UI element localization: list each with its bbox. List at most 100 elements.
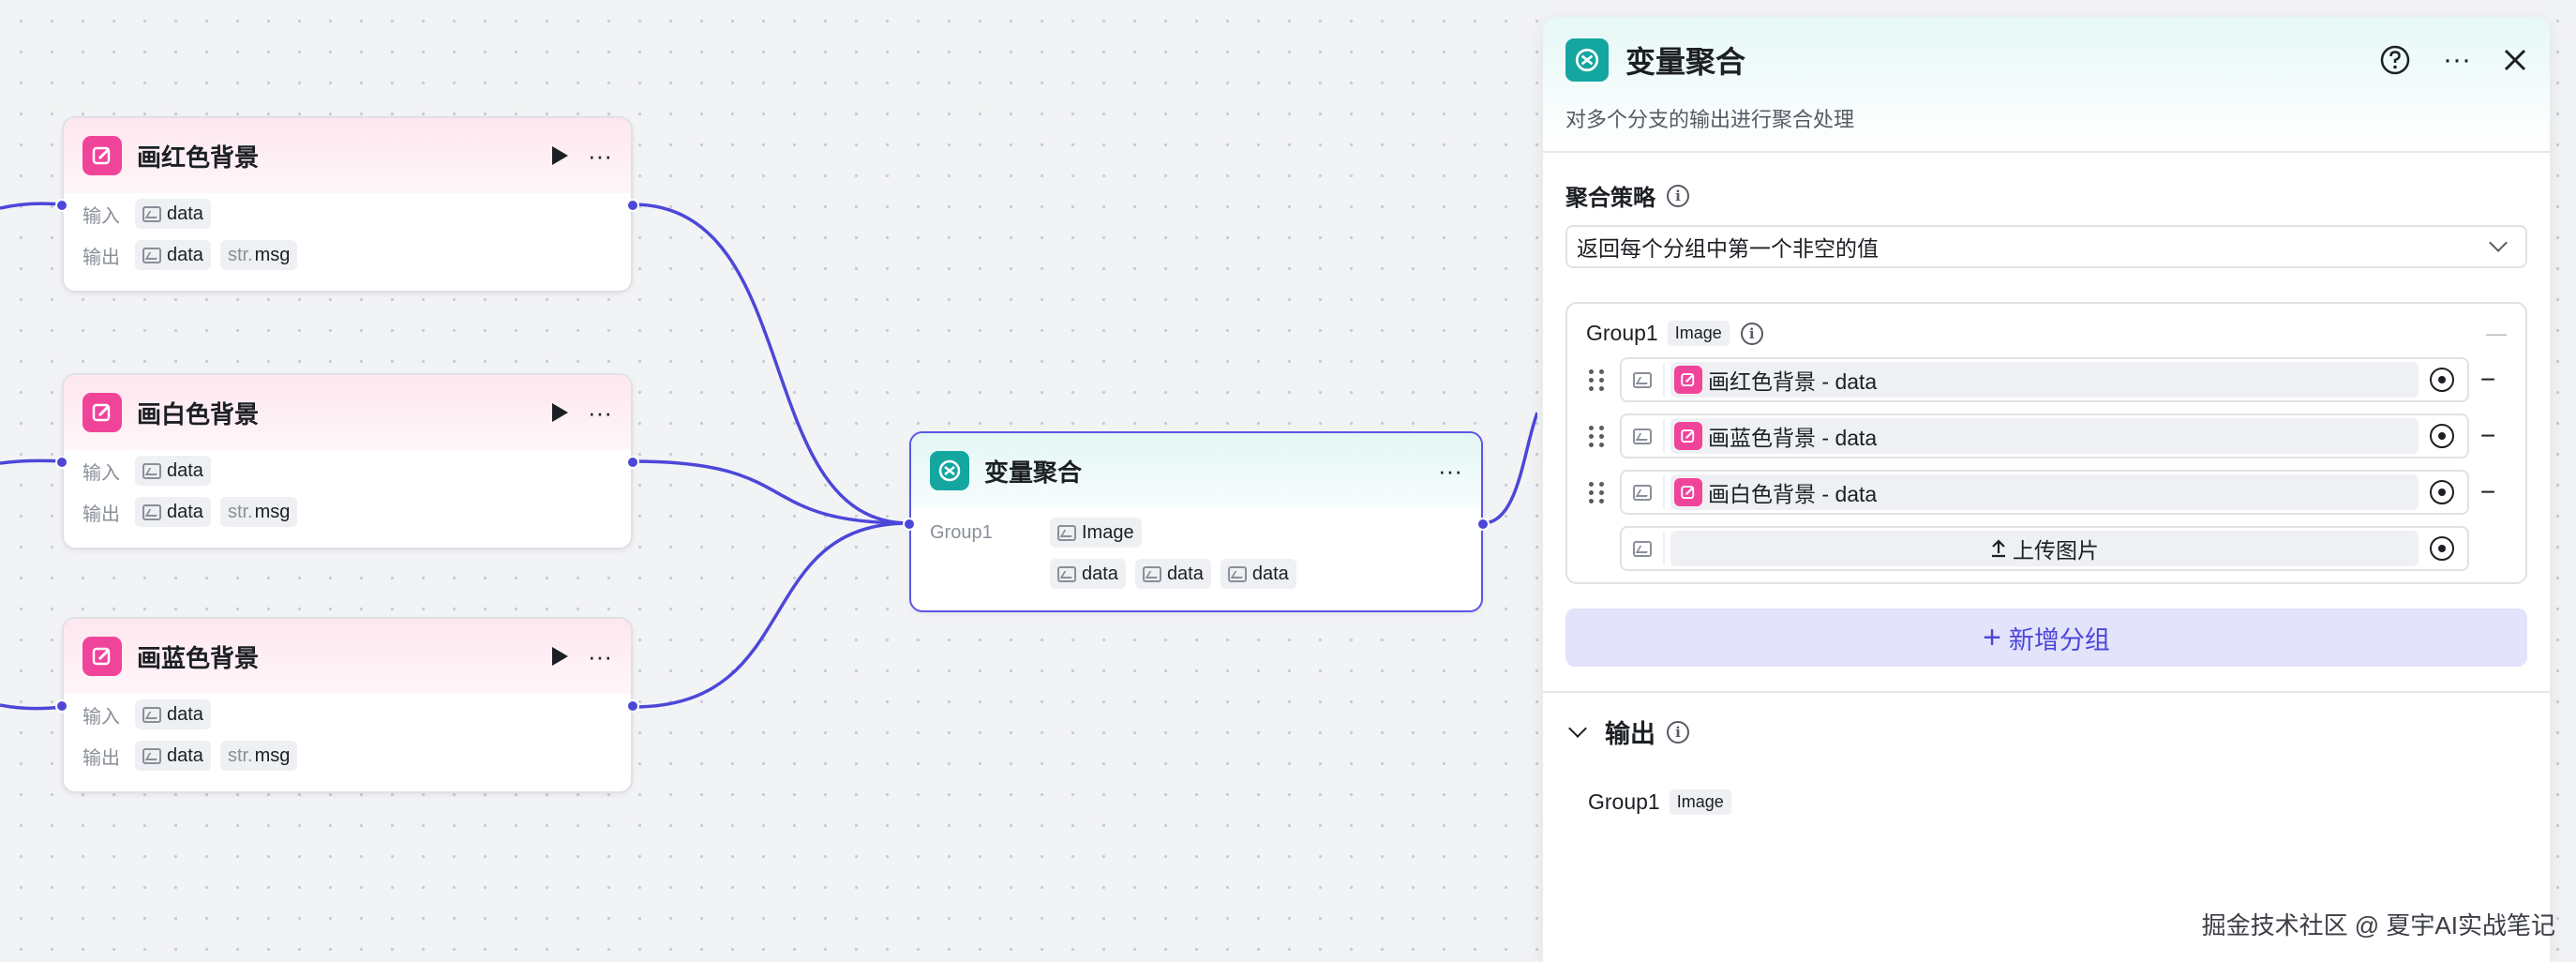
input-chip: data bbox=[135, 699, 211, 729]
more-icon[interactable]: ··· bbox=[588, 141, 612, 170]
image-icon bbox=[1633, 540, 1652, 557]
target-icon[interactable] bbox=[2430, 536, 2454, 561]
image-icon bbox=[1633, 371, 1652, 388]
minus-icon[interactable]: − bbox=[2479, 421, 2496, 450]
image-icon bbox=[1227, 565, 1247, 582]
node-variable-aggregate[interactable]: 变量聚合 ··· Group1 Image data data data bbox=[903, 431, 1490, 612]
edit-icon bbox=[82, 637, 122, 676]
variable-field[interactable]: 画红色背景 - data bbox=[1620, 357, 2469, 402]
workflow-canvas[interactable]: 画红色背景 ··· 输入 data 输出 data str.msg 画白色背景 … bbox=[0, 0, 1537, 962]
more-icon[interactable]: ··· bbox=[2443, 44, 2471, 75]
input-label: 输入 bbox=[82, 462, 120, 484]
output-port[interactable] bbox=[1476, 518, 1490, 531]
edit-icon bbox=[82, 393, 122, 432]
image-icon bbox=[142, 462, 161, 479]
more-icon[interactable]: ··· bbox=[588, 641, 612, 670]
edge-white-agg bbox=[632, 459, 910, 525]
output-name: Group1 bbox=[1588, 789, 1660, 814]
node-red-background[interactable]: 画红色背景 ··· 输入 data 输出 data str.msg bbox=[55, 116, 639, 293]
minus-icon[interactable]: − bbox=[2479, 477, 2496, 506]
edge-blue-agg bbox=[632, 521, 910, 709]
drag-handle-icon[interactable] bbox=[1586, 366, 1607, 394]
watermark: 掘金技术社区 @ 夏宇AI实战笔记 bbox=[2201, 911, 2555, 939]
edge-in-red bbox=[0, 202, 63, 210]
output-msg-chip: str.msg bbox=[219, 741, 298, 771]
item-chip: data bbox=[1050, 559, 1126, 589]
strategy-select[interactable]: 返回每个分组中第一个非空的值 bbox=[1565, 225, 2527, 268]
play-icon[interactable] bbox=[550, 639, 569, 673]
output-msg-chip: str.msg bbox=[219, 240, 298, 270]
plus-icon: + bbox=[1983, 619, 2001, 655]
add-group-button[interactable]: + 新增分组 bbox=[1565, 609, 2527, 667]
strategy-label: 聚合策略 bbox=[1565, 186, 1655, 211]
upload-icon bbox=[1990, 539, 2007, 558]
variable-field[interactable]: 画白色背景 - data bbox=[1620, 470, 2469, 515]
output-label: 输出 bbox=[82, 247, 120, 268]
image-icon bbox=[142, 706, 161, 723]
image-icon bbox=[142, 504, 161, 520]
variable-field[interactable]: 画蓝色背景 - data bbox=[1620, 413, 2469, 458]
upload-label: 上传图片 bbox=[2013, 538, 2099, 563]
variable-value: 画蓝色背景 - data bbox=[1708, 426, 1878, 450]
node-config-panel: 变量聚合 ··· 对多个分支的输出进行聚合处理 聚合策略 i 返回每个分组中第一个… bbox=[1543, 17, 2550, 962]
more-icon[interactable]: ··· bbox=[588, 398, 612, 427]
edit-icon bbox=[82, 136, 122, 175]
node-title: 画蓝色背景 bbox=[137, 643, 260, 672]
output-label: 输出 bbox=[1605, 720, 1655, 748]
output-port[interactable] bbox=[626, 199, 639, 212]
output-chip: data bbox=[135, 497, 211, 527]
group-name: Group1 bbox=[1586, 321, 1658, 345]
edit-icon bbox=[1674, 366, 1702, 394]
close-icon[interactable] bbox=[2503, 48, 2527, 72]
input-port[interactable] bbox=[55, 699, 68, 713]
panel-description: 对多个分支的输出进行聚合处理 bbox=[1565, 108, 1855, 131]
panel-title: 变量聚合 bbox=[1625, 45, 1746, 79]
target-icon[interactable] bbox=[2430, 368, 2454, 392]
image-icon bbox=[1057, 524, 1076, 541]
edge-red-agg bbox=[632, 203, 910, 525]
input-port[interactable] bbox=[903, 518, 916, 531]
image-icon bbox=[142, 247, 161, 263]
group-card: Group1 Image i — 画红色背景 - data − 画蓝色背景 - bbox=[1565, 302, 2527, 584]
more-icon[interactable]: ··· bbox=[1438, 456, 1462, 485]
minus-icon[interactable]: − bbox=[2479, 365, 2496, 394]
image-icon bbox=[142, 747, 161, 764]
play-icon[interactable] bbox=[550, 396, 569, 429]
output-port[interactable] bbox=[626, 456, 639, 469]
info-icon[interactable]: i bbox=[1667, 720, 1689, 744]
output-section-toggle[interactable]: 输出 i bbox=[1565, 714, 2527, 750]
group-row: 画红色背景 - data − bbox=[1586, 357, 2507, 402]
collapse-icon[interactable]: — bbox=[2486, 321, 2507, 345]
output-type-tag: Image bbox=[1669, 789, 1731, 815]
node-white-background[interactable]: 画白色背景 ··· 输入 data 输出 data str.msg bbox=[55, 373, 639, 549]
target-icon[interactable] bbox=[2430, 480, 2454, 504]
edge-agg-out bbox=[1482, 412, 1537, 525]
output-chip: data bbox=[135, 741, 211, 771]
strategy-value: 返回每个分组中第一个非空的值 bbox=[1577, 236, 1879, 261]
info-icon[interactable]: i bbox=[1740, 322, 1763, 345]
target-icon[interactable] bbox=[2430, 424, 2454, 448]
input-port[interactable] bbox=[55, 456, 68, 469]
info-icon[interactable]: i bbox=[1667, 184, 1689, 207]
output-msg-chip: str.msg bbox=[219, 497, 298, 527]
input-chip: data bbox=[135, 456, 211, 486]
output-label: 输出 bbox=[82, 747, 120, 769]
group-type-tag: Image bbox=[1667, 321, 1730, 346]
drag-handle-icon[interactable] bbox=[1586, 478, 1607, 506]
group-row: 画白色背景 - data − bbox=[1586, 470, 2507, 515]
edge-in-blue bbox=[0, 703, 63, 711]
type-chip: Image bbox=[1050, 518, 1142, 548]
help-icon[interactable] bbox=[2379, 44, 2411, 76]
node-title: 画白色背景 bbox=[137, 399, 260, 428]
input-chip: data bbox=[135, 199, 211, 229]
upload-field[interactable]: 上传图片 bbox=[1620, 526, 2469, 571]
variable-value: 画红色背景 - data bbox=[1708, 369, 1878, 394]
output-item: Group1 Image bbox=[1543, 789, 2550, 815]
output-port[interactable] bbox=[626, 699, 639, 713]
drag-handle-icon[interactable] bbox=[1586, 422, 1607, 450]
image-icon bbox=[1142, 565, 1161, 582]
node-blue-background[interactable]: 画蓝色背景 ··· 输入 data 输出 data str.msg bbox=[55, 617, 639, 793]
chevron-down-icon bbox=[2489, 233, 2508, 252]
input-port[interactable] bbox=[55, 199, 68, 212]
play-icon[interactable] bbox=[550, 139, 569, 173]
